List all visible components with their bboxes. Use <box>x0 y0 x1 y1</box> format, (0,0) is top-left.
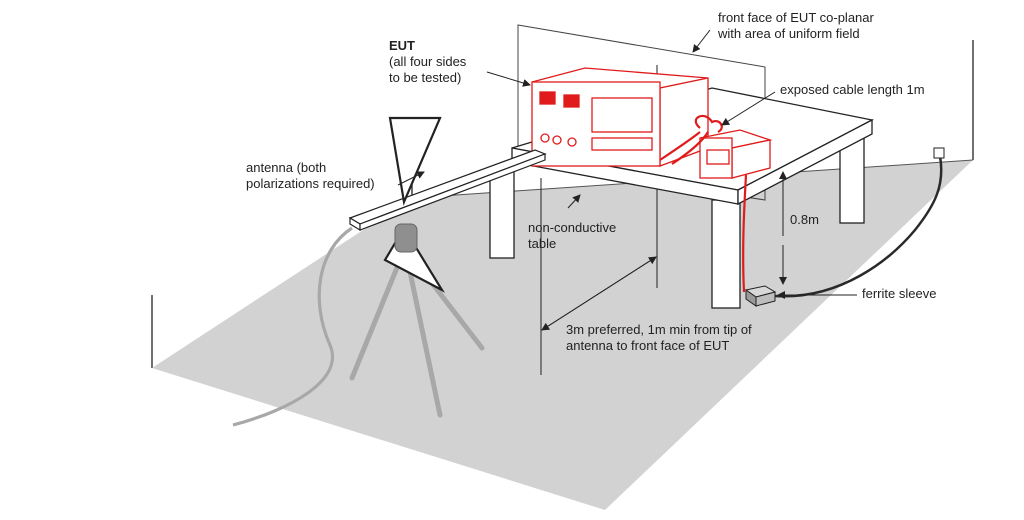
ferrite-sleeve <box>744 285 777 307</box>
distance-label-line2: antenna to front face of EUT <box>566 338 730 353</box>
floor <box>152 160 973 510</box>
eut-equipment <box>531 67 773 179</box>
antenna-boom <box>348 149 547 232</box>
ferrite-label: ferrite sleeve <box>862 286 937 301</box>
table-label-line1: non-conductive <box>528 220 617 235</box>
antenna-cable <box>232 226 353 427</box>
label-leaders <box>397 29 857 299</box>
eut-note-line1: (all four sides <box>389 54 467 69</box>
uniform-field-plane <box>517 24 766 201</box>
eut-cable <box>659 114 748 293</box>
table-label-line2: table <box>528 236 557 251</box>
antenna-label-line1: antenna (both <box>246 160 327 175</box>
front-face-label-line2: with area of uniform field <box>718 26 860 41</box>
eut-note-line2: to be tested) <box>389 70 462 85</box>
antenna-label-line2: polarizations required) <box>246 176 375 191</box>
cable-length-label: exposed cable length 1m <box>780 82 925 97</box>
antenna-mount <box>394 223 418 253</box>
wall-socket <box>933 147 945 159</box>
distance-label-line1: 3m preferred, 1m min from tip of <box>566 322 752 337</box>
height-label: 0.8m <box>790 212 819 227</box>
eut-title: EUT <box>389 38 415 53</box>
power-cable <box>774 155 943 298</box>
front-face-label-line1: front face of EUT co-planar <box>718 10 874 25</box>
